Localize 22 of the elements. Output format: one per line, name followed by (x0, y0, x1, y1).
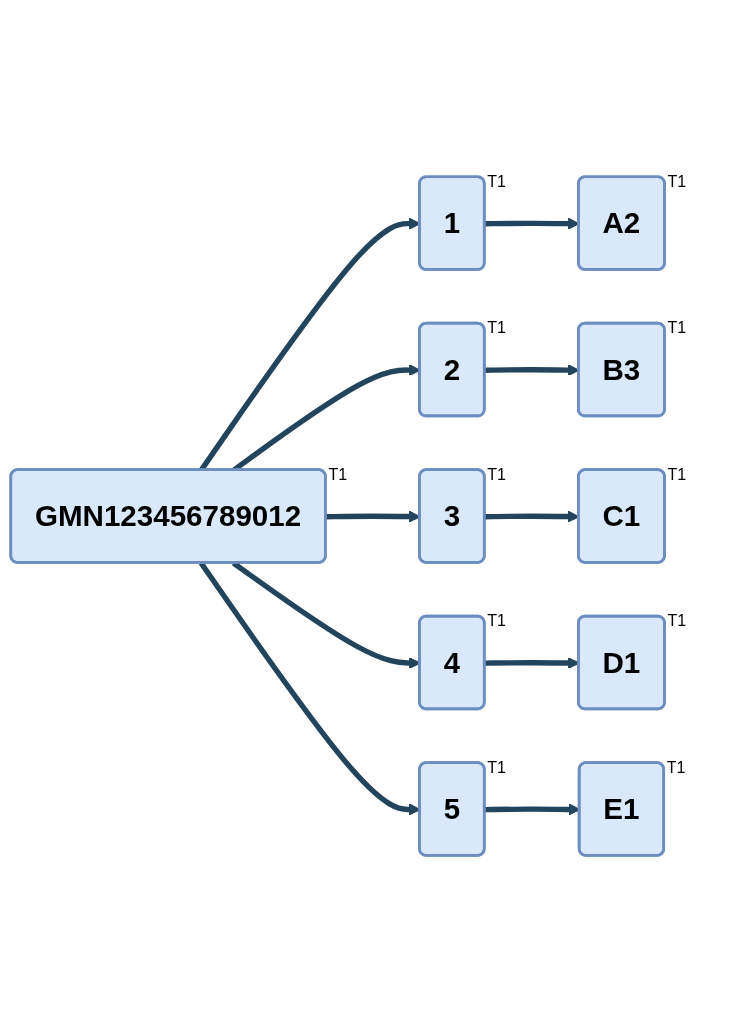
node-annotation: T1 (487, 172, 506, 191)
node-annotation: T1 (487, 465, 506, 484)
node-annotation: T1 (667, 612, 687, 631)
process-box: A2 (577, 175, 666, 271)
node-annotation: T1 (666, 758, 686, 777)
process-box: E1 (577, 761, 666, 857)
process-box: 5 (418, 761, 486, 857)
node-annotation: T1 (667, 172, 687, 191)
process-box: 3 (418, 468, 486, 564)
node-annotation: T1 (487, 612, 506, 631)
process-box: C1 (577, 468, 666, 564)
node-annotation: T1 (328, 465, 348, 484)
process-box: D1 (577, 614, 666, 711)
process-box: 4 (418, 614, 486, 711)
node-annotation: T1 (667, 465, 687, 484)
node-annotation: T1 (487, 758, 506, 777)
process-box: 2 (418, 321, 486, 418)
process-box: B3 (577, 321, 666, 418)
node-annotation: T1 (667, 319, 687, 338)
process-box: GMN123456789012 (9, 468, 327, 564)
node-annotation: T1 (487, 319, 506, 338)
process-box: 1 (418, 175, 486, 271)
